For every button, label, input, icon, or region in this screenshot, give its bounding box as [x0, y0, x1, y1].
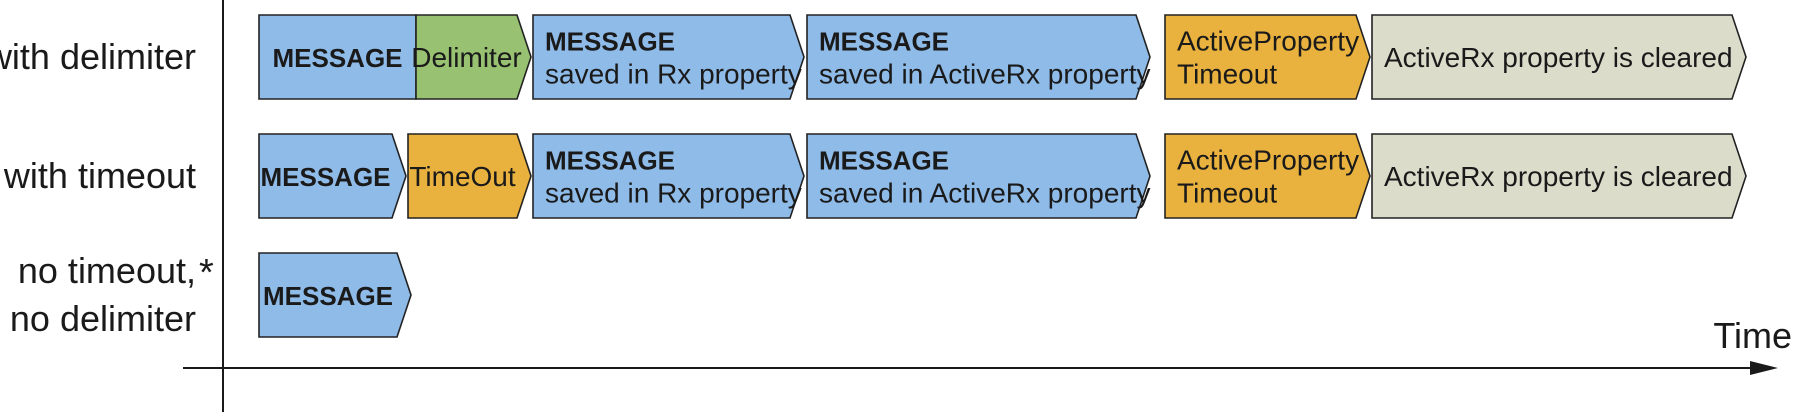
block-text: Delimiter	[411, 42, 521, 73]
block-text: MESSAGE	[545, 146, 675, 176]
block-text: MESSAGE	[819, 146, 949, 176]
block-text: ActiveRx property is cleared	[1384, 161, 1733, 192]
block-text: Timeout	[1177, 59, 1277, 90]
row-label: with timeout	[3, 155, 196, 196]
block-text: saved in Rx property	[545, 178, 802, 209]
row-label-line: with delimiter	[0, 36, 196, 77]
block-text: MESSAGE	[272, 43, 402, 73]
message-block	[532, 14, 805, 100]
row-label-line: no timeout,	[18, 250, 196, 291]
block-text: Timeout	[1177, 178, 1277, 209]
message-block	[258, 133, 407, 219]
block-text: saved in ActiveRx property	[819, 59, 1151, 90]
block-text: MESSAGE	[263, 281, 393, 311]
block-text: ActiveProperty	[1177, 145, 1359, 176]
block-text: ActiveProperty	[1177, 26, 1359, 57]
row-label-line: with timeout	[3, 155, 196, 196]
footnote-asterisk: *	[199, 252, 214, 294]
timeout-block	[1164, 133, 1371, 219]
message-block	[806, 133, 1151, 219]
timeline-row: no timeout, no delimiter* MESSAGE	[10, 250, 412, 339]
timeout-block	[407, 133, 532, 219]
cleared-block	[1371, 133, 1747, 219]
message-block	[806, 14, 1151, 100]
block-text: ActiveRx property is cleared	[1384, 42, 1733, 73]
block-text: TimeOut	[409, 161, 516, 192]
delimiter-block	[415, 14, 532, 100]
message-block	[532, 133, 805, 219]
message-block	[258, 252, 412, 338]
time-axis-label: Time	[1713, 315, 1792, 356]
block-text: MESSAGE	[819, 27, 949, 57]
block-text: MESSAGE	[260, 162, 390, 192]
row-label: no timeout, no delimiter	[10, 250, 196, 339]
timeout-block	[1164, 14, 1371, 100]
cleared-block	[1371, 14, 1747, 100]
block-text: saved in Rx property	[545, 59, 802, 90]
row-label: with delimiter	[0, 36, 196, 77]
time-axis-arrowhead	[1750, 361, 1778, 375]
block-text: MESSAGE	[545, 27, 675, 57]
row-label-line: no delimiter	[10, 298, 196, 339]
block-text: saved in ActiveRx property	[819, 178, 1151, 209]
